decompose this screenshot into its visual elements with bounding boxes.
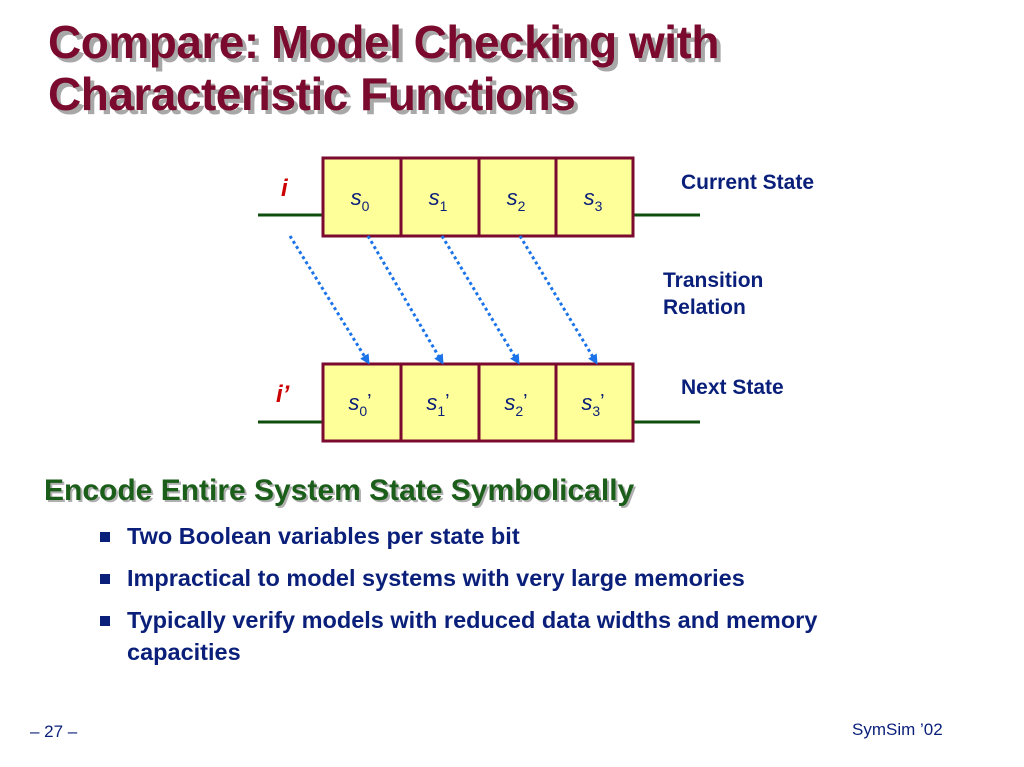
slide-title-line-1: Compare: Model Checking with [48,16,719,68]
square-bullet-icon [100,616,110,626]
transition-arrow-0 [288,235,370,365]
transition-arrows [288,235,598,365]
transition-label-line-1: Transition [663,269,763,292]
slide-title-line-2: Characteristic Functions [48,68,576,120]
transition-arrow-1 [366,235,444,365]
slide-title: Compare: Model Checking with Characteris… [48,16,1008,120]
current-cell-2-label: s2 [507,185,526,214]
next-state-label: Next State [681,376,784,399]
page-number: – 27 – [30,722,78,741]
current-cell-0-label: s0 [351,185,370,214]
current-state-register: s0 s1 s2 s3 [321,156,635,238]
current-input-label: i [281,175,289,202]
current-state-label: Current State [681,171,814,194]
square-bullet-icon [100,574,110,584]
transition-arrow-2 [440,235,520,365]
bullet-item: Impractical to model systems with very l… [100,562,900,594]
current-cell-1 [399,156,481,238]
current-cell-1-label: s1 [429,185,448,214]
bullet-text: Impractical to model systems with very l… [127,565,745,591]
next-cell-1-label: s1’ [426,390,449,419]
bullet-item: Typically verify models with reduced dat… [100,604,900,668]
transition-arrow-3 [518,235,598,365]
current-cell-0 [321,156,403,238]
section-heading: Encode Entire System State Symbolically [44,474,635,507]
next-cell-2-label: s2’ [504,390,527,419]
bullet-text: Typically verify models with reduced dat… [127,607,818,665]
current-cell-3-label: s3 [584,185,603,214]
bullet-text: Two Boolean variables per state bit [127,523,520,549]
next-input-label: i’ [276,381,290,408]
footer-source: SymSim ’02 [852,720,943,739]
current-cell-3 [554,156,635,238]
bullet-item: Two Boolean variables per state bit [100,520,900,552]
next-cell-3 [554,362,635,443]
square-bullet-icon [100,532,110,542]
next-cell-3-label: s3’ [581,390,604,419]
next-state-register: s0’ s1’ s2’ s3’ [321,362,635,443]
bullet-list: Two Boolean variables per state bit Impr… [100,520,900,678]
next-cell-0-label: s0’ [348,390,371,419]
state-transition-diagram: s0 s1 s2 s3 s0’ s1’ s2’ s3’ i i’ Current… [258,156,814,443]
transition-label-line-2: Relation [663,296,746,319]
